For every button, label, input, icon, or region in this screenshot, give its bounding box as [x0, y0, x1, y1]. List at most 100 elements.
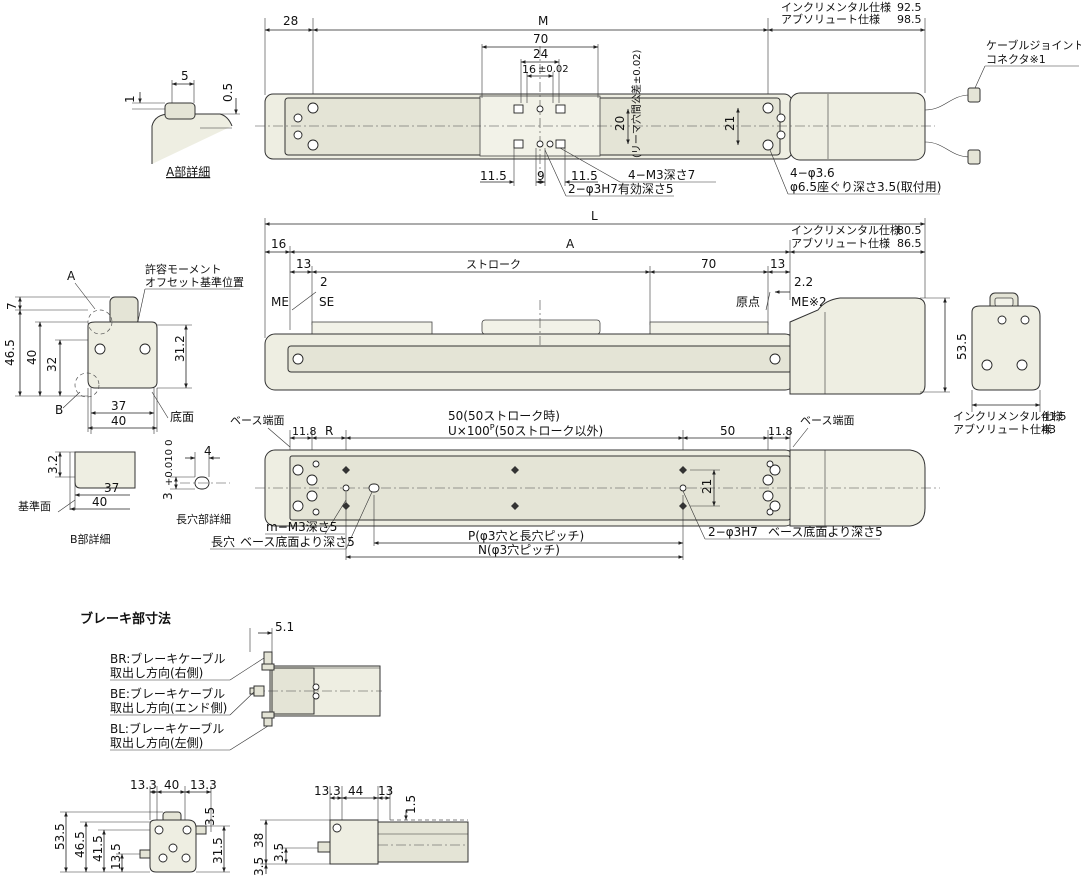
- brake-end-dim-31-5: 31.5: [211, 837, 225, 864]
- brake-side-dim-13: 13: [378, 784, 393, 798]
- dim-20: 20: [613, 116, 627, 131]
- slider-segment-left: [311, 321, 433, 335]
- brake-end-dim-46-5: 46.5: [73, 831, 87, 858]
- label-stroke: ストローク: [466, 258, 521, 271]
- label-ME-left: ME: [271, 295, 289, 309]
- detail-b-dim-40: 40: [92, 495, 107, 509]
- label-absolute-end: アブソリュート仕様: [953, 422, 1052, 436]
- label-absolute: アブソリュート仕様: [781, 12, 880, 26]
- val-absolute-end: 43: [1042, 423, 1056, 436]
- brake-dim-5-1: 5.1: [275, 620, 294, 634]
- slot-detail: 4 3 +0.010 0 長穴部詳細: [161, 439, 231, 526]
- dim-28: 28: [283, 14, 298, 28]
- label-incremental-side: インクリメンタル仕様: [791, 223, 901, 237]
- slider-segment-right: [649, 321, 769, 335]
- brake-bl-direction: 取出し方向(左側): [110, 735, 203, 750]
- label-B: B: [55, 403, 63, 417]
- label-base-end-left: ベース端面: [230, 414, 284, 427]
- val-incremental-side: 80.5: [897, 224, 922, 237]
- note-pin-depth-bottom: ベース底面より深さ5: [768, 524, 883, 539]
- motor-housing-top: [789, 92, 926, 161]
- brake-side-dim-3-5-a: 3.5: [272, 843, 286, 862]
- dim-53-5: 53.5: [955, 333, 969, 360]
- note-50-stroke: 50(50ストローク時): [448, 409, 560, 423]
- dim-M: M: [538, 14, 548, 28]
- end-block: [87, 321, 158, 389]
- label-A: A: [67, 269, 76, 283]
- dim-50-bottom: 50: [720, 424, 735, 438]
- dim-11-5-right: 11.5: [571, 169, 598, 183]
- dim-16-tol: ±0.02: [538, 64, 569, 75]
- dim-31-2: 31.2: [173, 335, 187, 362]
- dim-11-8-right: 11.8: [768, 425, 793, 438]
- slot-detail-caption: 長穴部詳細: [176, 512, 231, 526]
- brake-end-dim-53-5: 53.5: [53, 823, 67, 850]
- dim-2-2: 2.2: [794, 275, 813, 289]
- dim-70-top: 70: [533, 32, 548, 46]
- brake-title: ブレーキ部寸法: [80, 611, 171, 627]
- label-ME-note: ME※2: [791, 295, 827, 309]
- detail-b-dim-3-2: 3.2: [46, 455, 60, 474]
- label-SE: SE: [319, 295, 334, 309]
- dim-21-top: 21: [723, 116, 737, 131]
- brake-be-label: BE:ブレーキケーブル: [110, 686, 225, 701]
- brake-side-dim-13-3: 13.3: [314, 784, 341, 798]
- dim-46-5: 46.5: [3, 339, 17, 366]
- detail-a-dim-0-5: 0.5: [221, 83, 235, 102]
- cable-connector-upper: [967, 87, 981, 103]
- detail-a-dim-1: 1: [123, 95, 137, 103]
- brake-side-dim-44: 44: [348, 784, 363, 798]
- label-cable-joint: ケーブルジョイント: [986, 38, 1081, 52]
- note-m-m3: m−M3深さ5: [266, 520, 337, 534]
- brake-end-dim-13-3-left: 13.3: [130, 778, 157, 792]
- note-hole-dia: 4−φ3.6: [790, 166, 835, 180]
- detail-b-dim-37: 37: [104, 481, 119, 495]
- dim-13-left: 13: [296, 257, 311, 271]
- detail-a: 5 1 0.5 A部詳細: [123, 69, 240, 179]
- dim-R: R: [325, 424, 333, 438]
- val-incremental-end: 41.5: [1042, 410, 1067, 423]
- detail-b: 3.2 37 40 基準面 B部詳細: [18, 451, 136, 546]
- dim-40-end: 40: [111, 414, 126, 428]
- dim-40-vertical: 40: [25, 350, 39, 365]
- brake-side-dim-1-5: 1.5: [404, 795, 418, 814]
- bottom-view: ベース端面 ベース端面 11.8 R 50(50ストローク時) U×100P(5…: [210, 409, 940, 560]
- brake-end-dim-13-5: 13.5: [109, 843, 123, 870]
- val-absolute: 98.5: [897, 13, 922, 26]
- end-view-left: 許容モーメント オフセット基準位置 A B 7 46.5 40 32 31.2 …: [3, 262, 244, 434]
- end-view-right: インクリメンタル仕様 41.5 アブソリュート仕様 43: [953, 292, 1067, 436]
- top-view: 28 M インクリメンタル仕様 92.5 アブソリュート仕様 98.5 ケーブル…: [255, 0, 1081, 197]
- label-connector: コネクタ※1: [986, 53, 1046, 66]
- note-N-pitch: N(φ3穴ピッチ): [478, 542, 560, 557]
- label-origin: 原点: [736, 295, 760, 309]
- brake-end-dim-41-5: 41.5: [91, 835, 105, 862]
- brake-bl-label: BL:ブレーキケーブル: [110, 721, 224, 736]
- brake-be-direction: 取出し方向(エンド側): [110, 700, 227, 715]
- dim-L: L: [591, 209, 598, 223]
- brake-end-dim-40: 40: [164, 778, 179, 792]
- brake-section: ブレーキ部寸法 5.1 BR:ブレーキケーブル 取出し方向(右側) BE:ブレー…: [53, 611, 469, 876]
- label-incremental-end: インクリメンタル仕様: [953, 409, 1063, 423]
- note-m3-depth: 4−M3深さ7: [628, 168, 695, 182]
- val-absolute-side: 86.5: [897, 237, 922, 250]
- dim-16-side: 16: [271, 237, 286, 251]
- side-view: L 16 A インクリメンタル仕様 80.5 アブソリュート仕様 86.5 13…: [264, 209, 969, 395]
- dim-11-5-left: 11.5: [480, 169, 507, 183]
- brake-br-label: BR:ブレーキケーブル: [110, 651, 226, 666]
- dim-37-end: 37: [111, 399, 126, 413]
- dim-11-8-left: 11.8: [292, 425, 317, 438]
- note-U-pitch: U×100P(50ストローク以外): [448, 423, 603, 438]
- slot-dim-3: 3: [161, 492, 175, 500]
- label-bottom-face: 底面: [170, 409, 194, 424]
- dim-21-bottom: 21: [700, 479, 714, 494]
- brake-br-direction: 取出し方向(右側): [110, 665, 203, 680]
- brake-side-dim-38: 38: [252, 833, 266, 848]
- dim-9: 9: [537, 169, 545, 183]
- brake-side-dim-3-5-b: 3.5: [252, 857, 266, 876]
- dim-7: 7: [5, 302, 19, 310]
- detail-a-caption: A部詳細: [166, 164, 210, 179]
- dim-24: 24: [533, 47, 548, 61]
- detail-b-caption: B部詳細: [70, 532, 111, 546]
- reamer-note: (リーマ穴間公差±0.02): [630, 49, 643, 158]
